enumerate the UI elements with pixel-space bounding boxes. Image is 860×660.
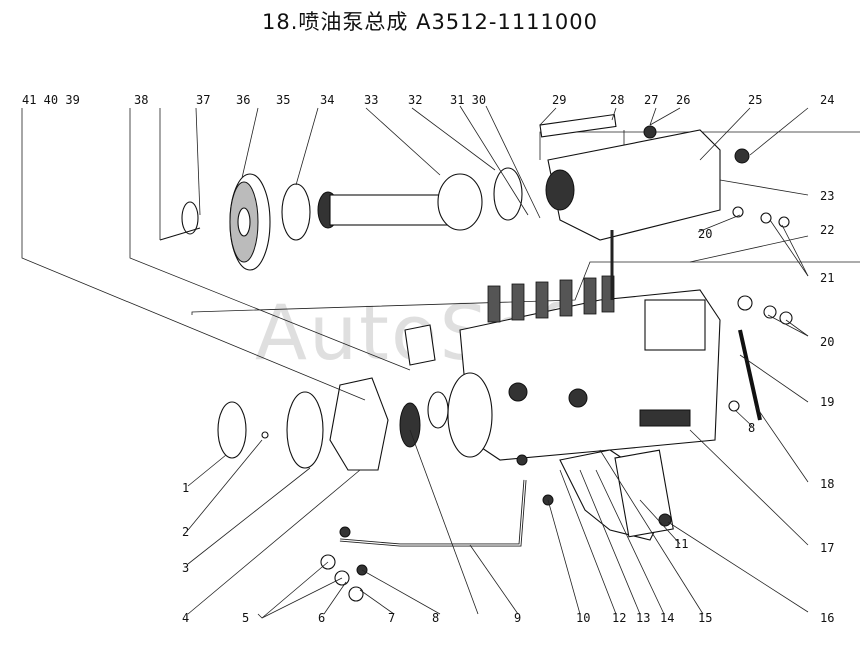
callout-9: 9 <box>514 611 521 625</box>
callout-38: 38 <box>134 93 148 107</box>
callout-22: 22 <box>820 223 834 237</box>
callout-16: 16 <box>820 611 834 625</box>
injection-pump-body <box>447 275 793 461</box>
callout-31-30: 31 30 <box>450 93 486 107</box>
callout-25: 25 <box>748 93 762 107</box>
callout-13: 13 <box>636 611 650 625</box>
callout-15: 15 <box>698 611 712 625</box>
callout-20-upper: 20 <box>698 227 712 241</box>
callout-23: 23 <box>820 189 834 203</box>
callout-8-lower: 8 <box>432 611 439 625</box>
pump-top-cover <box>539 113 790 241</box>
callout-6: 6 <box>318 611 325 625</box>
callout-18: 18 <box>820 477 834 491</box>
callout-2: 2 <box>182 525 189 539</box>
callout-35: 35 <box>276 93 290 107</box>
drive-gear-assembly <box>159 167 523 271</box>
callout-26: 26 <box>676 93 690 107</box>
callout-37: 37 <box>196 93 210 107</box>
diagram-title: 18.喷油泵总成 A3512-1111000 <box>262 10 598 34</box>
callout-41-40-39: 41 40 39 <box>22 93 80 107</box>
callout-21: 21 <box>820 271 834 285</box>
callout-12: 12 <box>612 611 626 625</box>
callout-17: 17 <box>820 541 834 555</box>
callout-28: 28 <box>610 93 624 107</box>
callout-20-lower: 20 <box>820 335 834 349</box>
callout-19: 19 <box>820 395 834 409</box>
callout-24: 24 <box>820 93 834 107</box>
callout-27: 27 <box>644 93 658 107</box>
callout-8-upper: 8 <box>748 421 755 435</box>
callout-1: 1 <box>182 481 189 495</box>
callout-36: 36 <box>236 93 250 107</box>
callout-7: 7 <box>388 611 395 625</box>
pump-bracket <box>516 449 674 541</box>
callout-34: 34 <box>320 93 334 107</box>
callout-11: 11 <box>674 537 688 551</box>
callout-4: 4 <box>182 611 189 625</box>
callout-14: 14 <box>660 611 674 625</box>
callout-32: 32 <box>408 93 422 107</box>
callout-labels: 41 40 39 38 37 36 35 34 33 32 31 30 29 2… <box>22 93 834 625</box>
callout-5: 5 <box>242 611 249 625</box>
callout-10: 10 <box>576 611 590 625</box>
fuel-pipe <box>320 230 614 602</box>
callout-33: 33 <box>364 93 378 107</box>
callout-3: 3 <box>182 561 189 575</box>
callout-29: 29 <box>552 93 566 107</box>
leader-lines <box>21 105 809 619</box>
front-coupling <box>217 324 449 471</box>
